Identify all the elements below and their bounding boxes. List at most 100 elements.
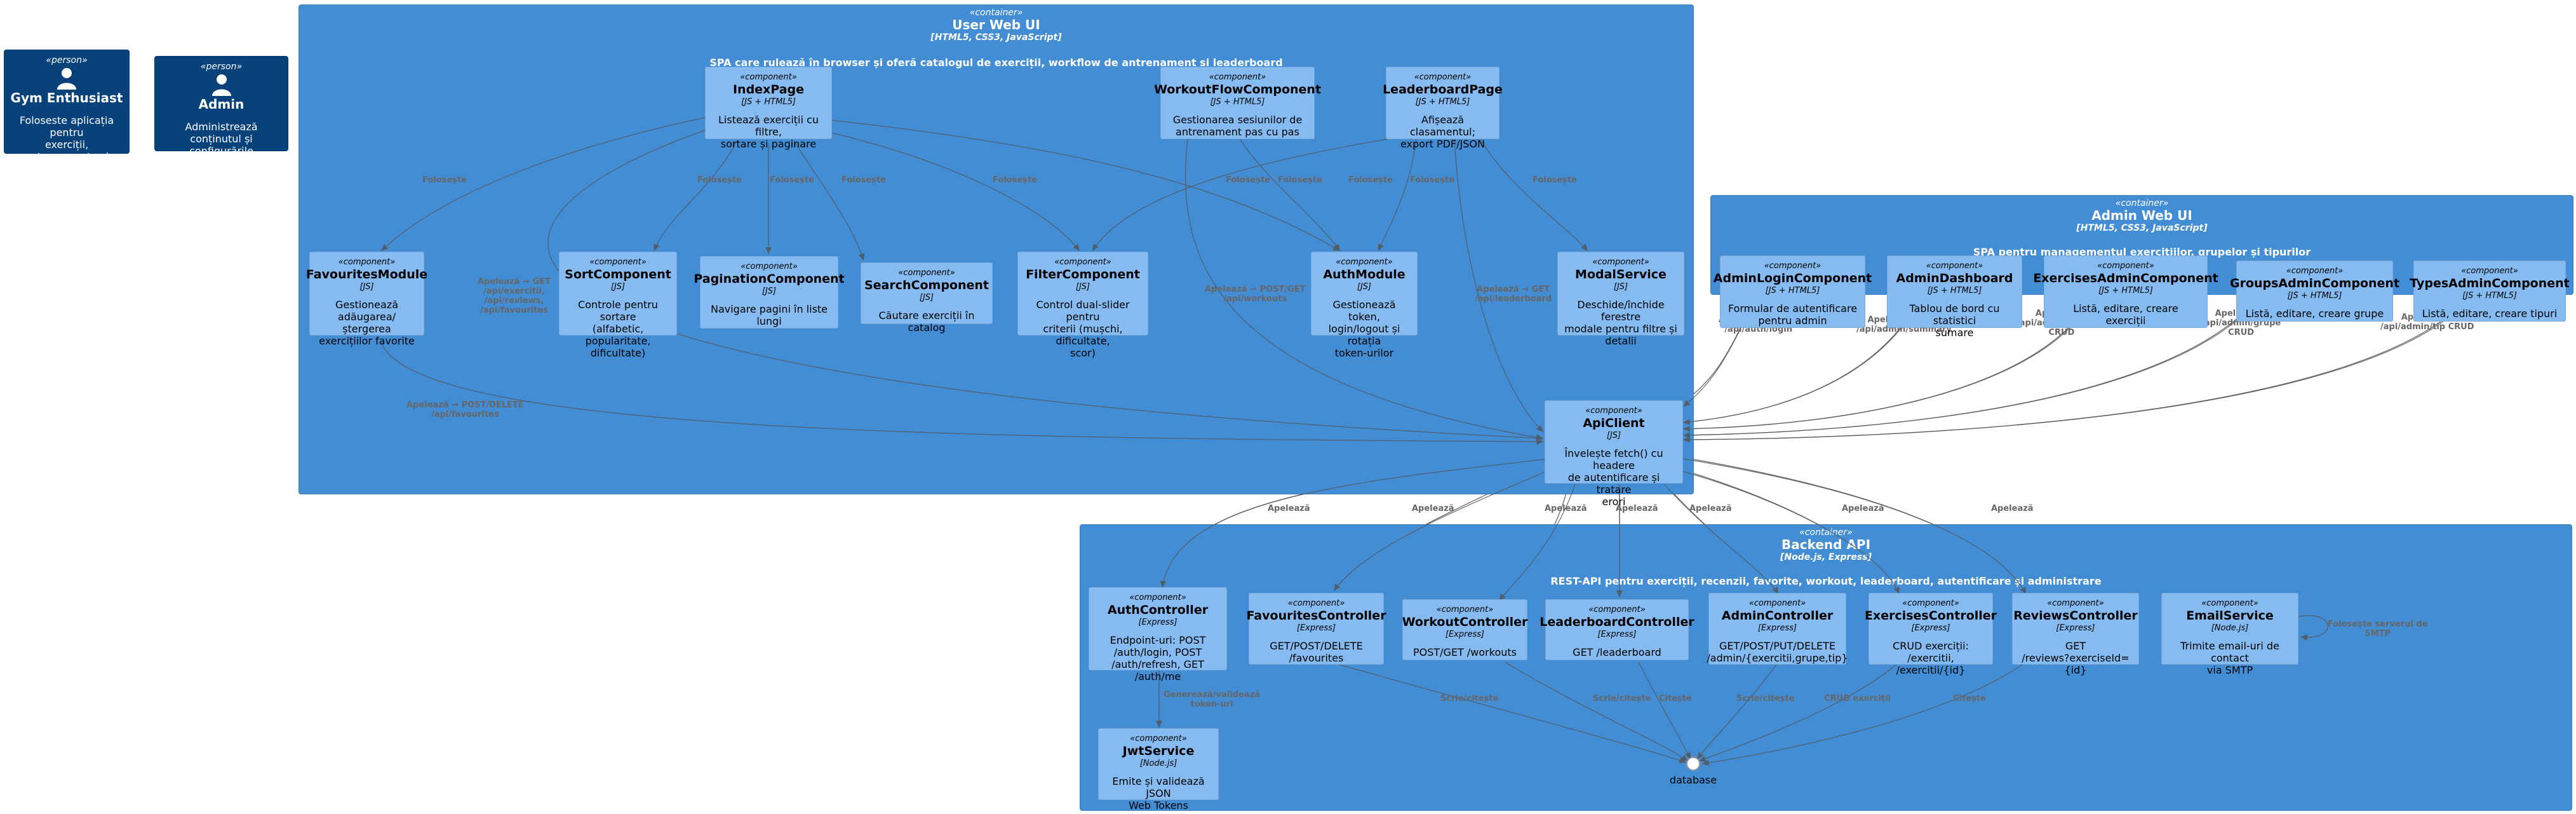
component-stereotype: «component» — [2286, 266, 2344, 276]
component-stereotype: «component» — [898, 268, 955, 278]
component-name: ReviewsController — [2013, 609, 2138, 623]
component-technology: [Express] — [1138, 618, 1177, 627]
component-pagination: «component» PaginationComponent [JS] Nav… — [694, 256, 845, 329]
container-name: User Web UI — [952, 17, 1040, 32]
component-stereotype: «component» — [1588, 605, 1646, 614]
component-technology: [JS] — [1606, 431, 1621, 440]
component-stereotype: «component» — [1054, 257, 1111, 267]
component-stereotype: «component» — [1592, 257, 1649, 267]
component-api-client: «component» ApiClient [JS] Învelește fet… — [1545, 400, 1683, 508]
component-stereotype: «component» — [2461, 266, 2518, 276]
component-reviews-controller: «component» ReviewsController [Express] … — [2012, 593, 2139, 676]
component-technology: [JS] — [1357, 282, 1372, 292]
component-description: Gestionează token, login/logout și rotaț… — [1328, 299, 1400, 359]
component-description: GET /reviews?exerciseId={id} — [2022, 640, 2130, 676]
component-description: Tablou de bord cu statistici sumare — [1909, 302, 2000, 339]
component-stereotype: «component» — [338, 257, 396, 267]
component-technology: [JS] — [761, 287, 777, 296]
component-technology: [Express] — [1597, 630, 1637, 639]
person-stereotype: «person» — [200, 62, 243, 72]
component-description: Învelește fetch() cu headere de autentif… — [1564, 447, 1663, 508]
component-name: ExercisesAdminComponent — [2033, 271, 2218, 285]
component-description: POST/GET /workouts — [1412, 646, 1517, 658]
component-stereotype: «component» — [1336, 257, 1393, 267]
component-stereotype: «component» — [1130, 734, 1187, 743]
component-technology: [JS + HTML5] — [2462, 291, 2517, 301]
component-name: GroupsAdminComponent — [2229, 276, 2400, 290]
component-description: CRUD exerciții: /exercitii, /exercitii/{… — [1893, 640, 1969, 676]
component-name: AdminController — [1721, 609, 1834, 623]
component-name: IndexPage — [732, 83, 805, 97]
component-name: WorkoutController — [1402, 615, 1528, 629]
component-technology: [JS + HTML5] — [1210, 97, 1265, 107]
container-backend-api: «container» Backend API [Node.js, Expres… — [1080, 524, 2572, 811]
component-stereotype: «component» — [1764, 261, 1821, 271]
component-name: JwtService — [1122, 744, 1195, 758]
component-stereotype: «component» — [1585, 406, 1642, 416]
component-stereotype: «component» — [740, 72, 797, 82]
component-technology: [Express] — [1296, 623, 1336, 633]
container-description: REST-API pentru exerciții, recenzii, fav… — [1550, 575, 2102, 587]
container-technology: [HTML5, CSS3, JavaScript] — [930, 32, 1062, 43]
container-name: Admin Web UI — [2091, 208, 2192, 223]
component-groups-admin: «component» GroupsAdminComponent [JS + H… — [2230, 261, 2399, 322]
component-description: Emite și validează JSON Web Tokens — [1112, 775, 1205, 811]
container-description: SPA pentru managementul exercițiilor, gr… — [1973, 246, 2311, 258]
component-exercises-controller: «component» ExercisesController [Express… — [1865, 593, 1997, 676]
person-icon — [57, 68, 76, 90]
person-icon — [211, 74, 231, 96]
component-description: Controle pentru sortare (alfabetic, popu… — [578, 299, 658, 359]
component-description: Endpoint-uri: POST /auth/login, POST /au… — [1110, 634, 1206, 682]
component-technology: [JS] — [359, 282, 374, 292]
component-description: Control dual-slider pentru criterii (muș… — [1036, 299, 1130, 359]
component-auth-module: «component» AuthModule [JS] Gestionează … — [1311, 252, 1418, 359]
component-technology: [JS + HTML5] — [2098, 286, 2153, 295]
component-jwt-service: «component» JwtService [Node.js] Emite ș… — [1098, 728, 1219, 811]
person-gym-enthusiast: «person» Gym Enthusiast Foloseste aplica… — [4, 50, 130, 175]
component-name: WorkoutFlowComponent — [1153, 83, 1322, 97]
component-name: AdminLoginComponent — [1713, 271, 1872, 285]
component-stereotype: «component» — [2047, 599, 2104, 608]
component-description: Căutare exerciții în catalog — [878, 309, 975, 334]
component-name: FavouritesController — [1246, 609, 1386, 623]
person-name: Admin — [198, 97, 245, 112]
component-name: AuthController — [1107, 603, 1209, 617]
component-admin-login: «component» AdminLoginComponent [JS + HT… — [1714, 255, 1872, 328]
container-stereotype: «container» — [1799, 527, 1853, 538]
component-name: SortComponent — [565, 268, 671, 282]
component-technology: [JS + HTML5] — [2287, 291, 2342, 301]
component-auth-controller: «component» AuthController [Express] End… — [1089, 587, 1227, 682]
person-description: Foloseste aplicația pentru exerciții, an… — [19, 114, 114, 175]
component-technology: [JS + HTML5] — [1927, 286, 1982, 295]
component-technology: [Node.js] — [1139, 759, 1177, 768]
component-stereotype: «component» — [741, 262, 798, 271]
component-favourites-controller: «component» FavouritesController [Expres… — [1246, 593, 1386, 665]
component-stereotype: «component» — [589, 257, 647, 267]
component-favourites-module: «component» FavouritesModule [JS] Gestio… — [306, 252, 427, 347]
component-name: FilterComponent — [1026, 268, 1140, 282]
component-technology: [Express] — [1757, 623, 1797, 633]
component-stereotype: «component» — [2097, 261, 2154, 271]
person-stereotype: «person» — [46, 55, 88, 65]
component-name: PaginationComponent — [694, 272, 845, 286]
component-name: SearchComponent — [864, 278, 989, 292]
container-stereotype: «container» — [2115, 198, 2169, 208]
component-description: Formular de autentificare pentru admin — [1727, 302, 1858, 327]
component-name: TypesAdminComponent — [2410, 276, 2570, 290]
component-stereotype: «component» — [1902, 599, 1959, 608]
component-types-admin: «component» TypesAdminComponent [JS + HT… — [2410, 261, 2570, 322]
component-exercises-admin: «component» ExercisesAdminComponent [JS … — [2033, 255, 2218, 328]
component-stereotype: «component» — [1748, 599, 1806, 608]
component-filter: «component» FilterComponent [JS] Control… — [1017, 252, 1148, 359]
component-leaderboard-page: «component» LeaderboardPage [JS + HTML5]… — [1383, 67, 1503, 150]
component-technology: [JS] — [610, 282, 626, 292]
person-description: Administrează conținutul și configurăril… — [185, 121, 258, 157]
component-description: Listă, editare, creare tipuri — [2422, 308, 2558, 320]
component-search: «component» SearchComponent [JS] Căutare… — [861, 262, 993, 334]
component-technology: [JS + HTML5] — [741, 97, 796, 107]
container-technology: [Node.js, Express] — [1780, 552, 1872, 562]
component-description: Afișează clasamentul; export PDF/JSON — [1400, 114, 1485, 150]
component-technology: [Express] — [1911, 623, 1950, 633]
component-name: ExercisesController — [1864, 609, 1997, 623]
component-description: Trimite email-uri de contact via SMTP — [2180, 640, 2279, 676]
